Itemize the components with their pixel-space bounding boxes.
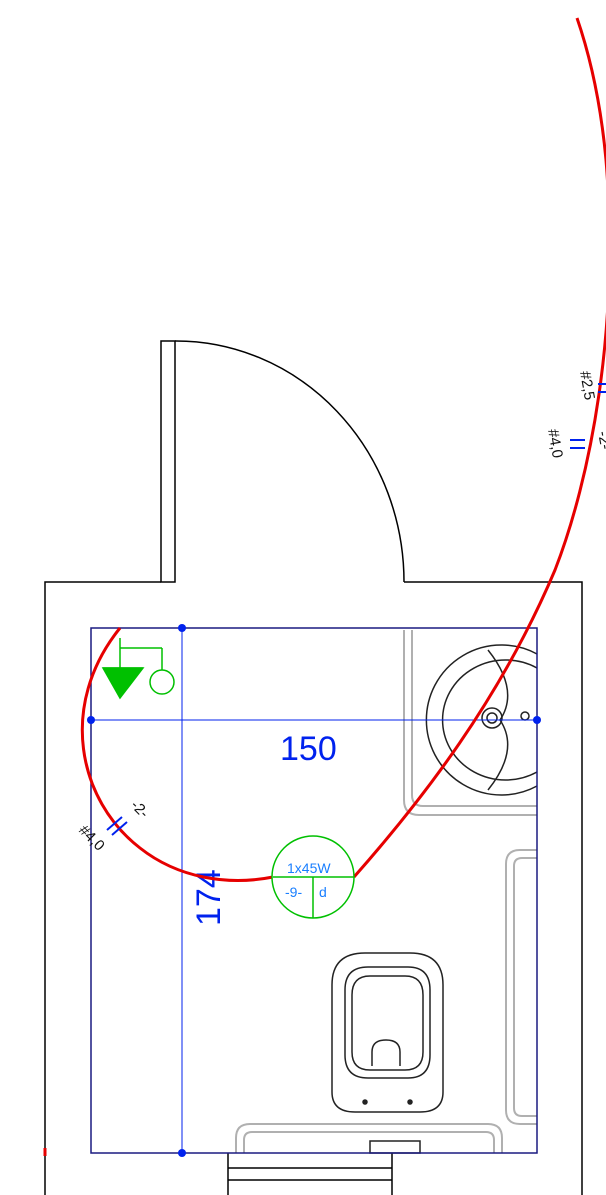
wall-rail-bottom-inner <box>243 1131 495 1153</box>
door-swing-arc <box>174 340 405 583</box>
dimension-node <box>178 1149 186 1157</box>
wall-rail-bottom <box>235 1123 503 1153</box>
sink-counter <box>403 630 537 816</box>
toilet <box>331 952 444 1154</box>
ground-symbol-icon <box>101 638 175 700</box>
wall-rail-right <box>505 849 537 1125</box>
door-tag-top: 1x45W <box>287 860 331 876</box>
toilet-bowl-outer <box>344 966 431 1079</box>
toilet-tank <box>331 952 444 1113</box>
left-marker-label: -2- <box>127 797 152 822</box>
drain-icon <box>481 707 503 729</box>
dimension-node <box>178 624 186 632</box>
dimension-node <box>533 716 541 724</box>
red-arc-right <box>352 17 606 878</box>
red-arc-left <box>80 627 274 882</box>
hatch-mark-icon <box>570 439 585 449</box>
door-tag: 1x45W -9- d <box>271 835 355 919</box>
toilet-flush-box <box>369 1140 421 1154</box>
right-hatch-label-2: #4,0 <box>544 428 566 460</box>
red-arc-paths <box>80 17 606 882</box>
wall-left <box>44 581 161 1195</box>
dimension-lines <box>91 628 537 1153</box>
door-leaf <box>160 340 176 583</box>
room-outline <box>90 627 538 1154</box>
dimension-node <box>87 716 95 724</box>
toilet-bolt-right <box>407 1099 413 1105</box>
drain-inner <box>486 712 498 724</box>
hatch-mark-icon <box>106 816 128 836</box>
wall-rail-right-inner <box>513 857 537 1117</box>
left-hatch-label: #4,0 <box>75 822 108 855</box>
tap-icon <box>520 711 530 721</box>
toilet-seat-opening <box>371 1039 401 1066</box>
right-annotation: #2,5 #4,0 -2- <box>544 370 606 460</box>
door-tag-bottom-right: d <box>319 884 327 900</box>
walls <box>44 340 583 1195</box>
right-hatch-label-1: #2,5 <box>576 370 598 402</box>
toilet-bowl-inner <box>351 975 424 1071</box>
toilet-bolt-left <box>362 1099 368 1105</box>
dimension-width-label: 150 <box>280 730 337 768</box>
wall-right <box>404 581 583 1195</box>
right-marker-label: -2- <box>594 430 606 451</box>
dimension-nodes <box>87 624 541 1157</box>
left-annotation: #4,0 -2- <box>75 797 152 855</box>
door-frame-bottom <box>227 1153 393 1195</box>
hatch-mark-icon <box>598 383 606 393</box>
door-tag-bottom-left: -9- <box>285 884 302 900</box>
